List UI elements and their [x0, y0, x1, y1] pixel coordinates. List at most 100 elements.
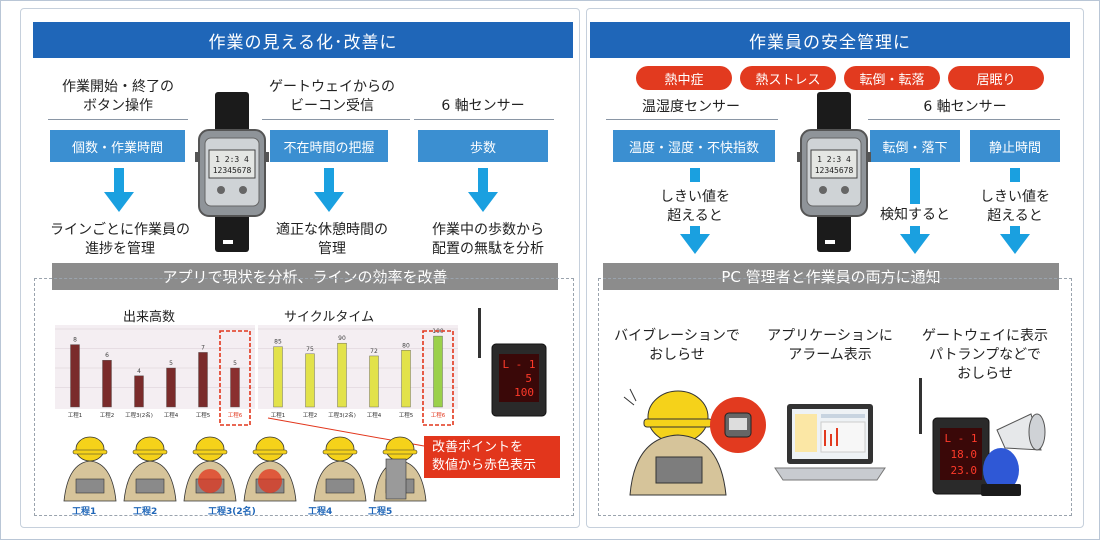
left-gateway-line2: 5: [525, 372, 532, 385]
pill-drowsiness: 居眠り: [948, 66, 1044, 90]
chart2-bar: [433, 335, 443, 408]
improvement-callout: 改善ポイントを数値から赤色表示: [424, 436, 560, 478]
right-watch-display-top: 1 2:3 4: [817, 155, 851, 164]
right-gateway-line1: L - 1: [944, 432, 977, 445]
right-cond2: 検知すると: [870, 206, 960, 225]
worker-figure: [313, 436, 367, 502]
step-label-4: 工程4: [308, 507, 333, 517]
col2-box: 不在時間の把握: [270, 130, 388, 162]
worker-figure: [63, 436, 117, 502]
chart2-bar: [369, 355, 379, 408]
workers-illustration: [63, 436, 427, 502]
worker-figure: [183, 436, 237, 502]
chart1-value-label: 6: [105, 352, 109, 359]
gateway-patlamp-image: L - 1 18.0 23.0: [919, 378, 1046, 496]
chart2-category-label: 工程2: [303, 411, 318, 419]
col1-label: 作業開始・終了のボタン操作: [62, 79, 174, 114]
chart2-category-label: 工程5: [399, 411, 414, 419]
col1-result: ラインごとに作業員の進捗を管理: [50, 222, 190, 257]
chart2-category-label: 工程4: [367, 411, 382, 419]
chart1-category-label: 工程6: [228, 411, 243, 419]
right-watch-display-bottom: 12345678: [815, 166, 854, 175]
col2-separator: [262, 119, 410, 120]
chart2-bar: [273, 346, 283, 408]
chart2-value-label: 80: [402, 342, 410, 349]
sensor2-separator: [868, 119, 1060, 120]
worker-figure: [123, 436, 177, 502]
col1-box: 個数・作業時間: [50, 130, 185, 162]
chart1-value-label: 7: [201, 344, 205, 351]
chart2-bar: [305, 353, 315, 408]
chart2-bar: [337, 342, 347, 408]
right-dashed-area: [598, 278, 1072, 516]
right-box2: 転倒・落下: [870, 130, 960, 162]
chart1-value-label: 5: [169, 360, 173, 367]
worker-figure: [243, 436, 297, 502]
right-panel: [586, 8, 1084, 528]
col3-label: 6 軸センサー: [441, 98, 525, 114]
left-header: 作業の見える化･改善に: [33, 22, 573, 58]
right-header: 作業員の安全管理に: [590, 22, 1070, 58]
col1-separator: [48, 119, 188, 120]
chart1-bar: [70, 344, 80, 408]
right-cond1: しきい値を超えると: [645, 188, 745, 226]
right-arrow3: [1000, 168, 1030, 254]
chart1-highlight-box: [219, 330, 251, 426]
chart2-value-label: 85: [274, 339, 282, 346]
sensor1-label: 温湿度センサー: [642, 99, 740, 115]
step-label-2: 工程2: [133, 507, 158, 517]
left-gateway-line3: 100: [514, 386, 534, 399]
chart2-value-label: 75: [306, 346, 314, 353]
pill-heat-stress: 熱ストレス: [740, 66, 836, 90]
step-label-3: 工程3(2名): [208, 507, 256, 517]
chart1-plot-bg: [55, 325, 255, 409]
chart1-value-label: 5: [233, 360, 237, 367]
right-arrow2: [900, 168, 930, 254]
chart1-bar: [198, 352, 208, 408]
col3-separator: [414, 119, 554, 120]
col2-arrow: [314, 168, 344, 212]
chart1-bar: [230, 367, 240, 408]
chart1-value-label: 4: [137, 368, 141, 375]
chart1-value-label: 8: [73, 337, 77, 344]
chart1-category-label: 工程1: [68, 411, 83, 419]
chart1-bar: [166, 367, 176, 408]
vibrating-worker-image: [623, 388, 766, 496]
chart1: 8 工程1 6 工程2 4 工程3(2名) 5 工程4 7 工程5 5 工程6: [55, 325, 255, 426]
left-dashed-area: [34, 278, 574, 516]
chart2-highlight-box: [422, 330, 454, 426]
chart1-bar: [134, 375, 144, 408]
left-watch-image: 1 2:3 4 12345678: [195, 92, 269, 252]
left-gateway-image: L - 1 5 100: [478, 308, 547, 417]
right-band: PC 管理者と作業員の両方に通知: [603, 263, 1059, 290]
parts-rack: [385, 458, 407, 500]
right-gateway-line3: 23.0: [951, 464, 978, 477]
chart1-category-label: 工程5: [196, 411, 211, 419]
notice3-text: ゲートウェイに表示パトランプなどでおしらせ: [922, 328, 1048, 382]
chart1-bar: [102, 360, 112, 408]
chart1-category-label: 工程2: [100, 411, 115, 419]
right-gateway-line2: 18.0: [951, 448, 978, 461]
left-watch-display-bottom: 12345678: [213, 166, 252, 175]
laptop-alarm-image: [774, 404, 886, 481]
chart1-category-label: 工程3(2名): [125, 411, 153, 419]
col3-arrow: [468, 168, 498, 212]
right-box1: 温度・湿度・不快指数: [613, 130, 775, 162]
notice2-text: アプリケーションにアラーム表示: [767, 328, 893, 363]
pill-heatstroke: 熱中症: [636, 66, 732, 90]
chart2-category-label: 工程3(2名): [328, 411, 356, 419]
chart2-value-label: 72: [370, 348, 378, 355]
col3-box: 歩数: [418, 130, 548, 162]
notice1-text: バイブレーションでおしらせ: [614, 328, 740, 363]
left-gateway-line1: L - 1: [502, 358, 535, 371]
chart2-plot-bg: [258, 325, 458, 409]
sensor1-separator: [606, 119, 778, 120]
right-watch-image: 1 2:3 4 12345678: [797, 92, 871, 252]
col2-result: 適正な休憩時間の管理: [276, 222, 388, 257]
left-watch-display-top: 1 2:3 4: [215, 155, 249, 164]
chart1-category-label: 工程4: [164, 411, 179, 419]
step-label-1: 工程1: [72, 507, 97, 517]
sensor2-label: 6 軸センサー: [923, 99, 1007, 115]
chart2-value-label: 90: [338, 335, 346, 342]
